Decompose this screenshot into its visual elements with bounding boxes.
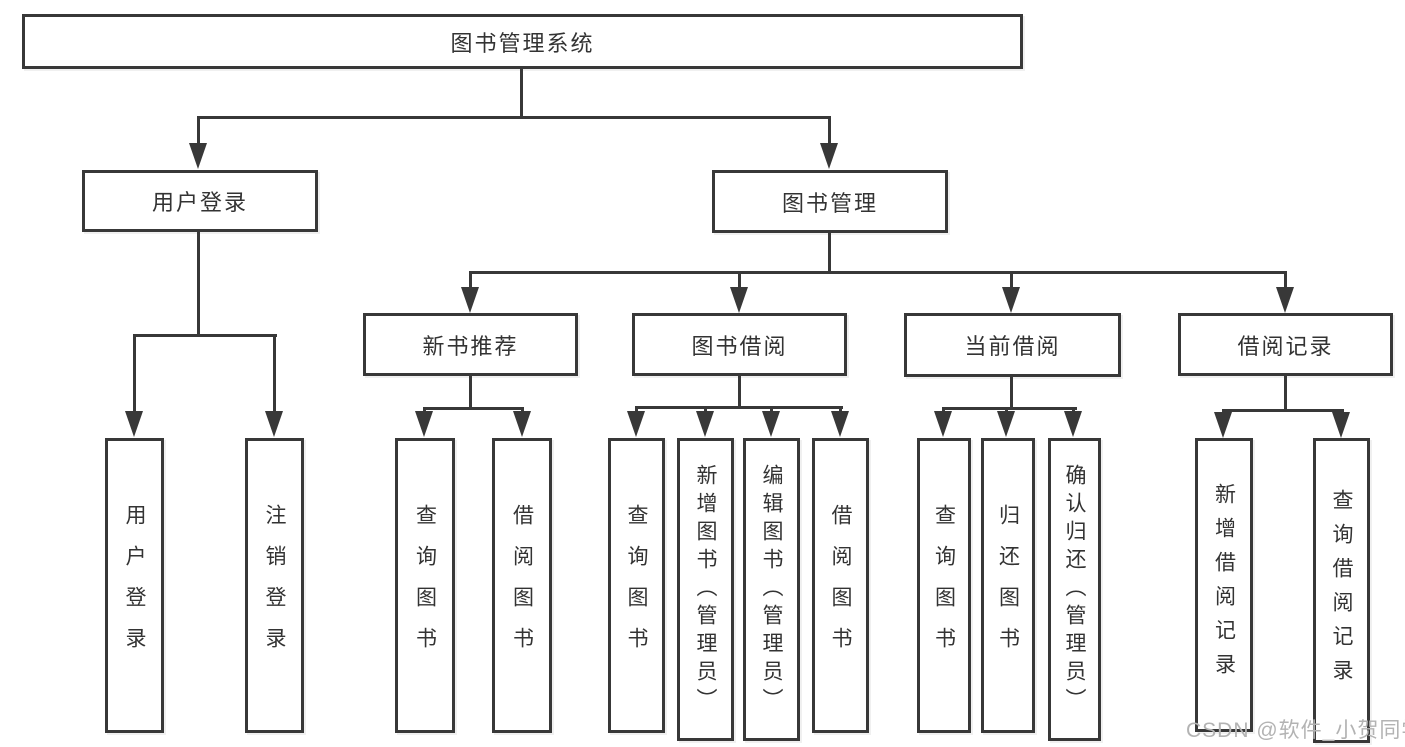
connector-borrow-drop-1 [635,406,638,415]
connector-borrow-drop-4 [839,406,842,415]
leaf-label: 查询借阅记录 [1330,488,1353,693]
arrowhead-leaf-user-login [125,411,143,437]
arrowhead-borrow-records [1276,287,1294,313]
node-leaf-add-borrow-record: 新增借阅记录 [1195,438,1253,732]
connector-mgmt-drop-3 [1010,271,1013,290]
node-leaf-add-book-admin: 新增图书（管理员） [677,438,734,741]
node-book-borrow: 图书借阅 [632,313,847,376]
arrowhead-add-book-admin [696,411,714,437]
connector-mgmt-rail [469,271,1287,274]
leaf-label: 确认归还（管理员） [1063,463,1086,716]
connector-mgmt-drop-1 [469,271,472,290]
arrowhead-book-borrow [730,287,748,313]
connector-mgmt-drop-4 [1284,271,1287,290]
leaf-label: 查询图书 [413,503,437,668]
node-leaf-confirm-return-admin: 确认归还（管理员） [1048,438,1101,741]
connector-borrow-stem [738,376,741,409]
connector-current-rail [942,407,1077,410]
connector-mgmt-stem [828,233,831,274]
node-leaf-user-login: 用户登录 [105,438,164,733]
connector-root-drop-left [197,116,200,146]
arrowhead-borrow-book-2 [831,411,849,437]
leaf-label: 归还图书 [996,503,1020,668]
connector-records-rail [1222,409,1344,412]
connector-rec-stem [469,376,472,410]
connector-login-stem [197,232,200,337]
connector-borrow-rail [635,406,843,409]
connector-rec-rail [423,407,524,410]
node-leaf-return-book: 归还图书 [981,438,1035,733]
arrowhead-current-borrow [1002,287,1020,313]
leaf-label: 借阅图书 [510,503,534,668]
connector-borrow-drop-3 [770,406,773,415]
leaf-label: 新增图书（管理员） [694,463,717,716]
connector-root-rail [197,116,831,119]
node-leaf-query-book-1: 查询图书 [395,438,455,733]
arrowhead-borrow-book-1 [513,411,531,437]
node-root: 图书管理系统 [22,14,1023,69]
node-leaf-borrow-book-2: 借阅图书 [812,438,869,733]
node-user-login: 用户登录 [82,170,318,232]
node-leaf-borrow-book-1: 借阅图书 [492,438,552,733]
leaf-label: 查询图书 [932,503,956,668]
connector-root-drop-right [828,116,831,146]
leaf-label: 查询图书 [625,503,648,668]
csdn-watermark: CSDN @软件_小贺同学 [1186,719,1405,742]
node-book-mgmt: 图书管理 [712,170,948,233]
leaf-label: 编辑图书（管理员） [760,463,783,716]
node-current-borrow: 当前借阅 [904,313,1121,377]
leaf-label: 注销登录 [263,503,286,668]
leaf-label: 用户登录 [123,503,146,668]
connector-records-stem [1284,376,1287,412]
arrowhead-new-book-rec [461,287,479,313]
arrowhead-book-mgmt [820,143,838,169]
connector-login-drop-2 [273,334,276,412]
arrowhead-confirm-return [1064,411,1082,437]
node-borrow-records: 借阅记录 [1178,313,1393,376]
arrowhead-query-book-2 [627,411,645,437]
connector-borrow-drop-2 [704,406,707,415]
node-leaf-query-book-2: 查询图书 [608,438,665,733]
connector-login-rail [133,334,277,337]
arrowhead-return-book [997,411,1015,437]
arrowhead-add-borrow-record [1214,412,1232,438]
arrowhead-query-book-3 [934,411,952,437]
leaf-label: 借阅图书 [829,503,852,668]
arrowhead-query-book-1 [415,411,433,437]
leaf-label: 新增借阅记录 [1212,483,1236,687]
connector-root-stem [520,69,523,118]
connector-mgmt-drop-2 [738,271,741,290]
arrowhead-user-login [189,143,207,169]
node-new-book-rec: 新书推荐 [363,313,578,376]
connector-login-drop-1 [133,334,136,412]
arrowhead-query-borrow-record [1332,412,1350,438]
node-leaf-logout: 注销登录 [245,438,304,733]
node-leaf-edit-book-admin: 编辑图书（管理员） [743,438,800,741]
node-leaf-query-borrow-record: 查询借阅记录 [1313,438,1370,743]
node-leaf-query-book-3: 查询图书 [917,438,971,733]
arrowhead-edit-book-admin [762,411,780,437]
arrowhead-leaf-logout [265,411,283,437]
connector-current-stem [1010,377,1013,410]
